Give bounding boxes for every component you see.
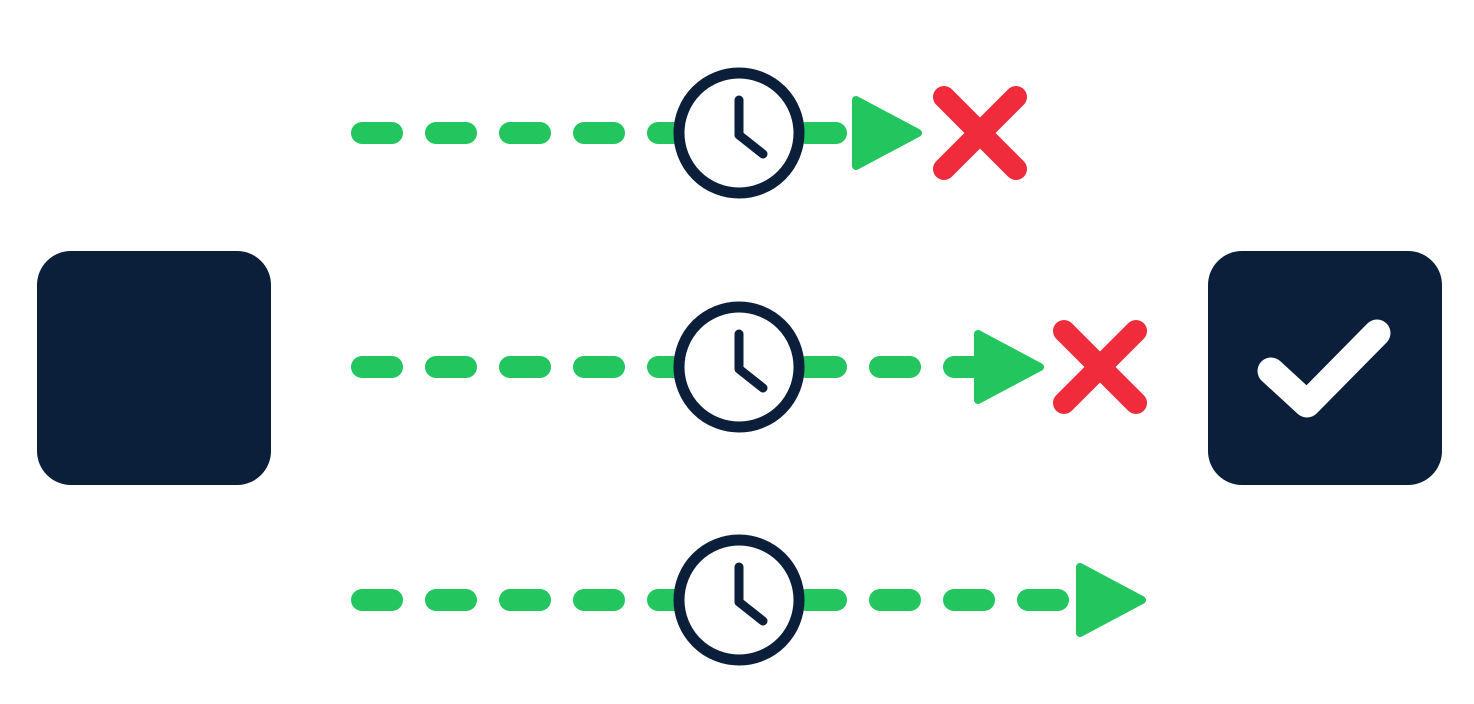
x-icon	[1053, 320, 1147, 414]
attempt-3-lane	[351, 534, 1146, 666]
check-icon	[1257, 319, 1391, 418]
clock-icon	[673, 67, 805, 199]
source-node	[37, 251, 271, 485]
clock-icon	[673, 534, 805, 666]
attempt-lanes	[351, 67, 1147, 666]
attempt-2-lane	[351, 301, 1147, 433]
x-icon	[933, 86, 1027, 180]
clock-icon	[673, 301, 805, 433]
arrow-head-icon	[852, 96, 922, 170]
target-node	[1208, 251, 1442, 485]
arrow-head-icon	[974, 330, 1044, 404]
arrow-head-icon	[1076, 563, 1146, 637]
attempt-1-lane	[351, 67, 1027, 199]
